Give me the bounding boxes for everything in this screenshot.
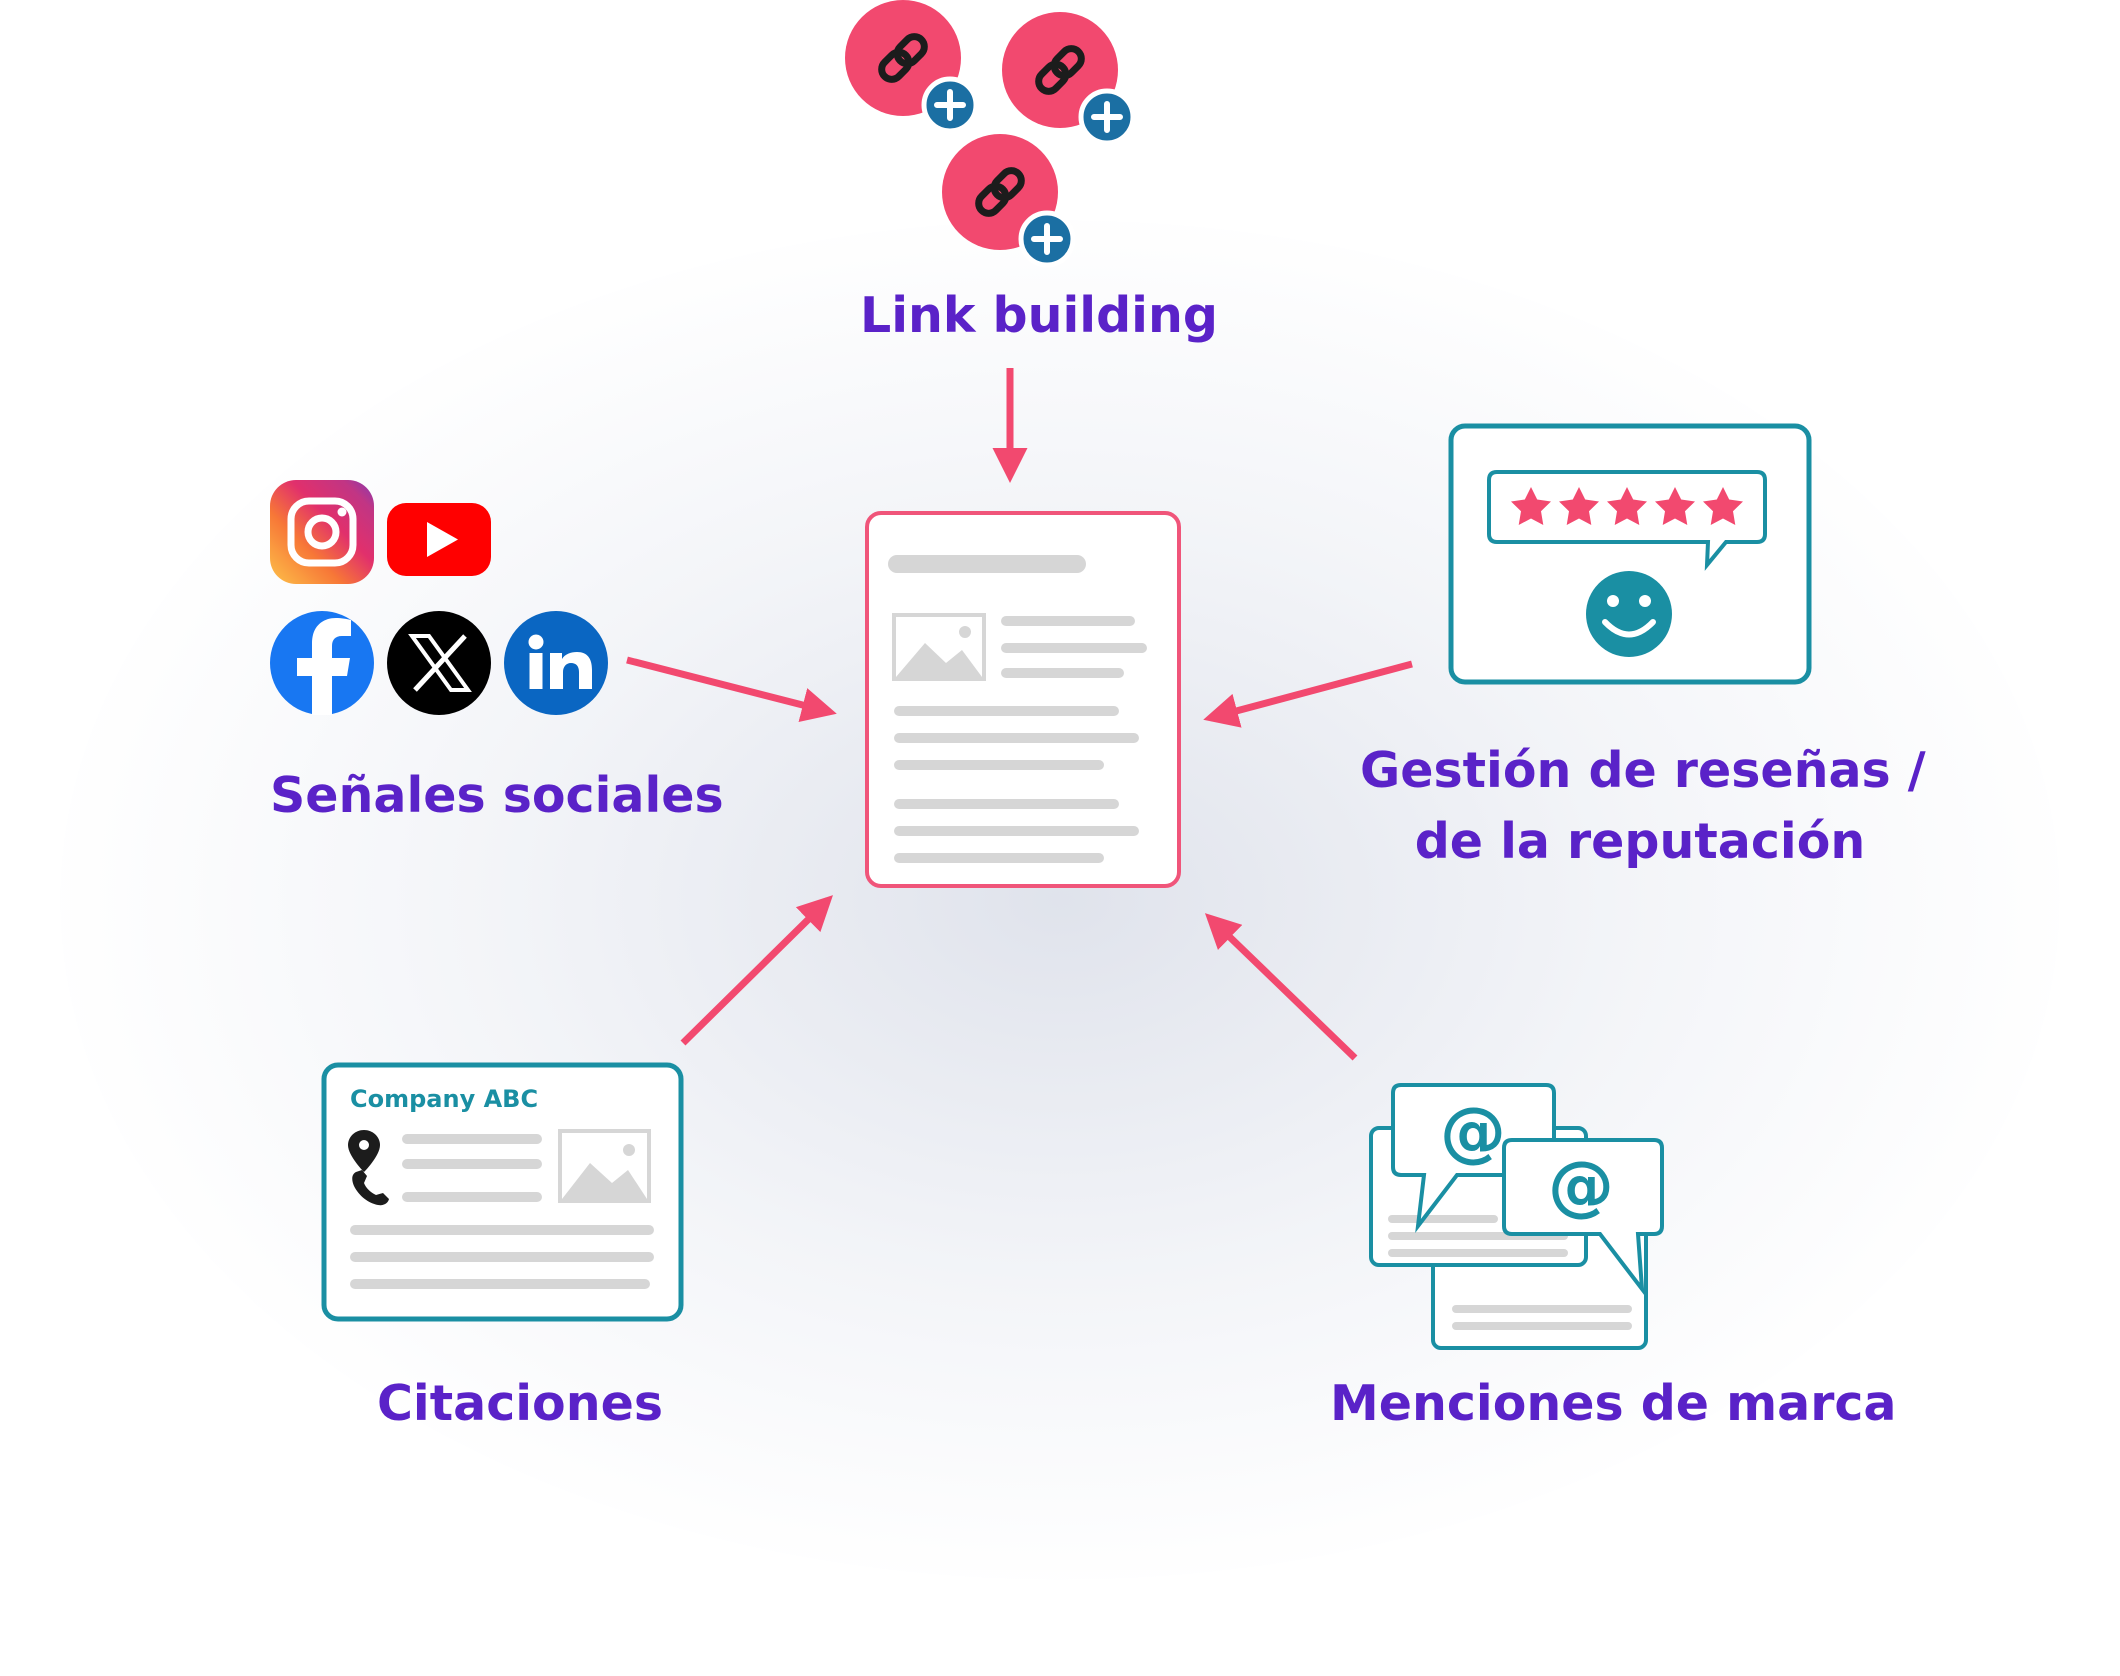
link-icon [845, 0, 976, 131]
arrow-from-reviews [1203, 660, 1413, 728]
arrow-from-citations [680, 895, 833, 1046]
citations-card: Company ABC [321, 1062, 684, 1322]
star-icon [1607, 487, 1647, 525]
star-rating [1511, 487, 1743, 525]
link-icon [942, 134, 1073, 265]
link-building-icons [845, 0, 1133, 265]
youtube-icon [387, 503, 491, 576]
reviews-label: Gestión de reseñas / de la reputación [1360, 735, 1926, 877]
image-placeholder-icon [892, 613, 986, 681]
smiley-icon [1586, 571, 1672, 657]
linkedin-icon [504, 611, 608, 715]
link-icon [1002, 12, 1133, 143]
arrow-from-social-signals [626, 656, 837, 723]
arrow-from-mentions [1204, 913, 1358, 1061]
instagram-icon [270, 480, 374, 584]
mentions-illustration: @ @ [1369, 1083, 1664, 1350]
x-icon [387, 611, 491, 715]
facebook-icon [270, 611, 374, 715]
star-icon [1559, 487, 1599, 525]
image-placeholder-icon [558, 1129, 651, 1203]
at-icon: @ [1548, 1147, 1614, 1224]
mentions-label: Menciones de marca [1330, 1375, 1897, 1432]
star-icon [1703, 487, 1743, 525]
company-name: Company ABC [350, 1085, 538, 1113]
social-signals-label: Señales sociales [270, 767, 724, 824]
at-icon: @ [1440, 1093, 1506, 1170]
phone-icon [352, 1170, 389, 1206]
citations-label: Citaciones [376, 1375, 664, 1432]
location-pin-icon [348, 1130, 380, 1172]
reviews-label-line2: de la reputación [1414, 813, 1866, 871]
star-icon [1511, 487, 1551, 525]
link-building-label: Link building [860, 287, 1218, 344]
reviews-label-line1: Gestión de reseñas / [1360, 742, 1926, 799]
center-document [865, 511, 1181, 888]
social-icons [270, 480, 608, 715]
star-icon [1655, 487, 1695, 525]
reviews-panel [1448, 423, 1812, 685]
